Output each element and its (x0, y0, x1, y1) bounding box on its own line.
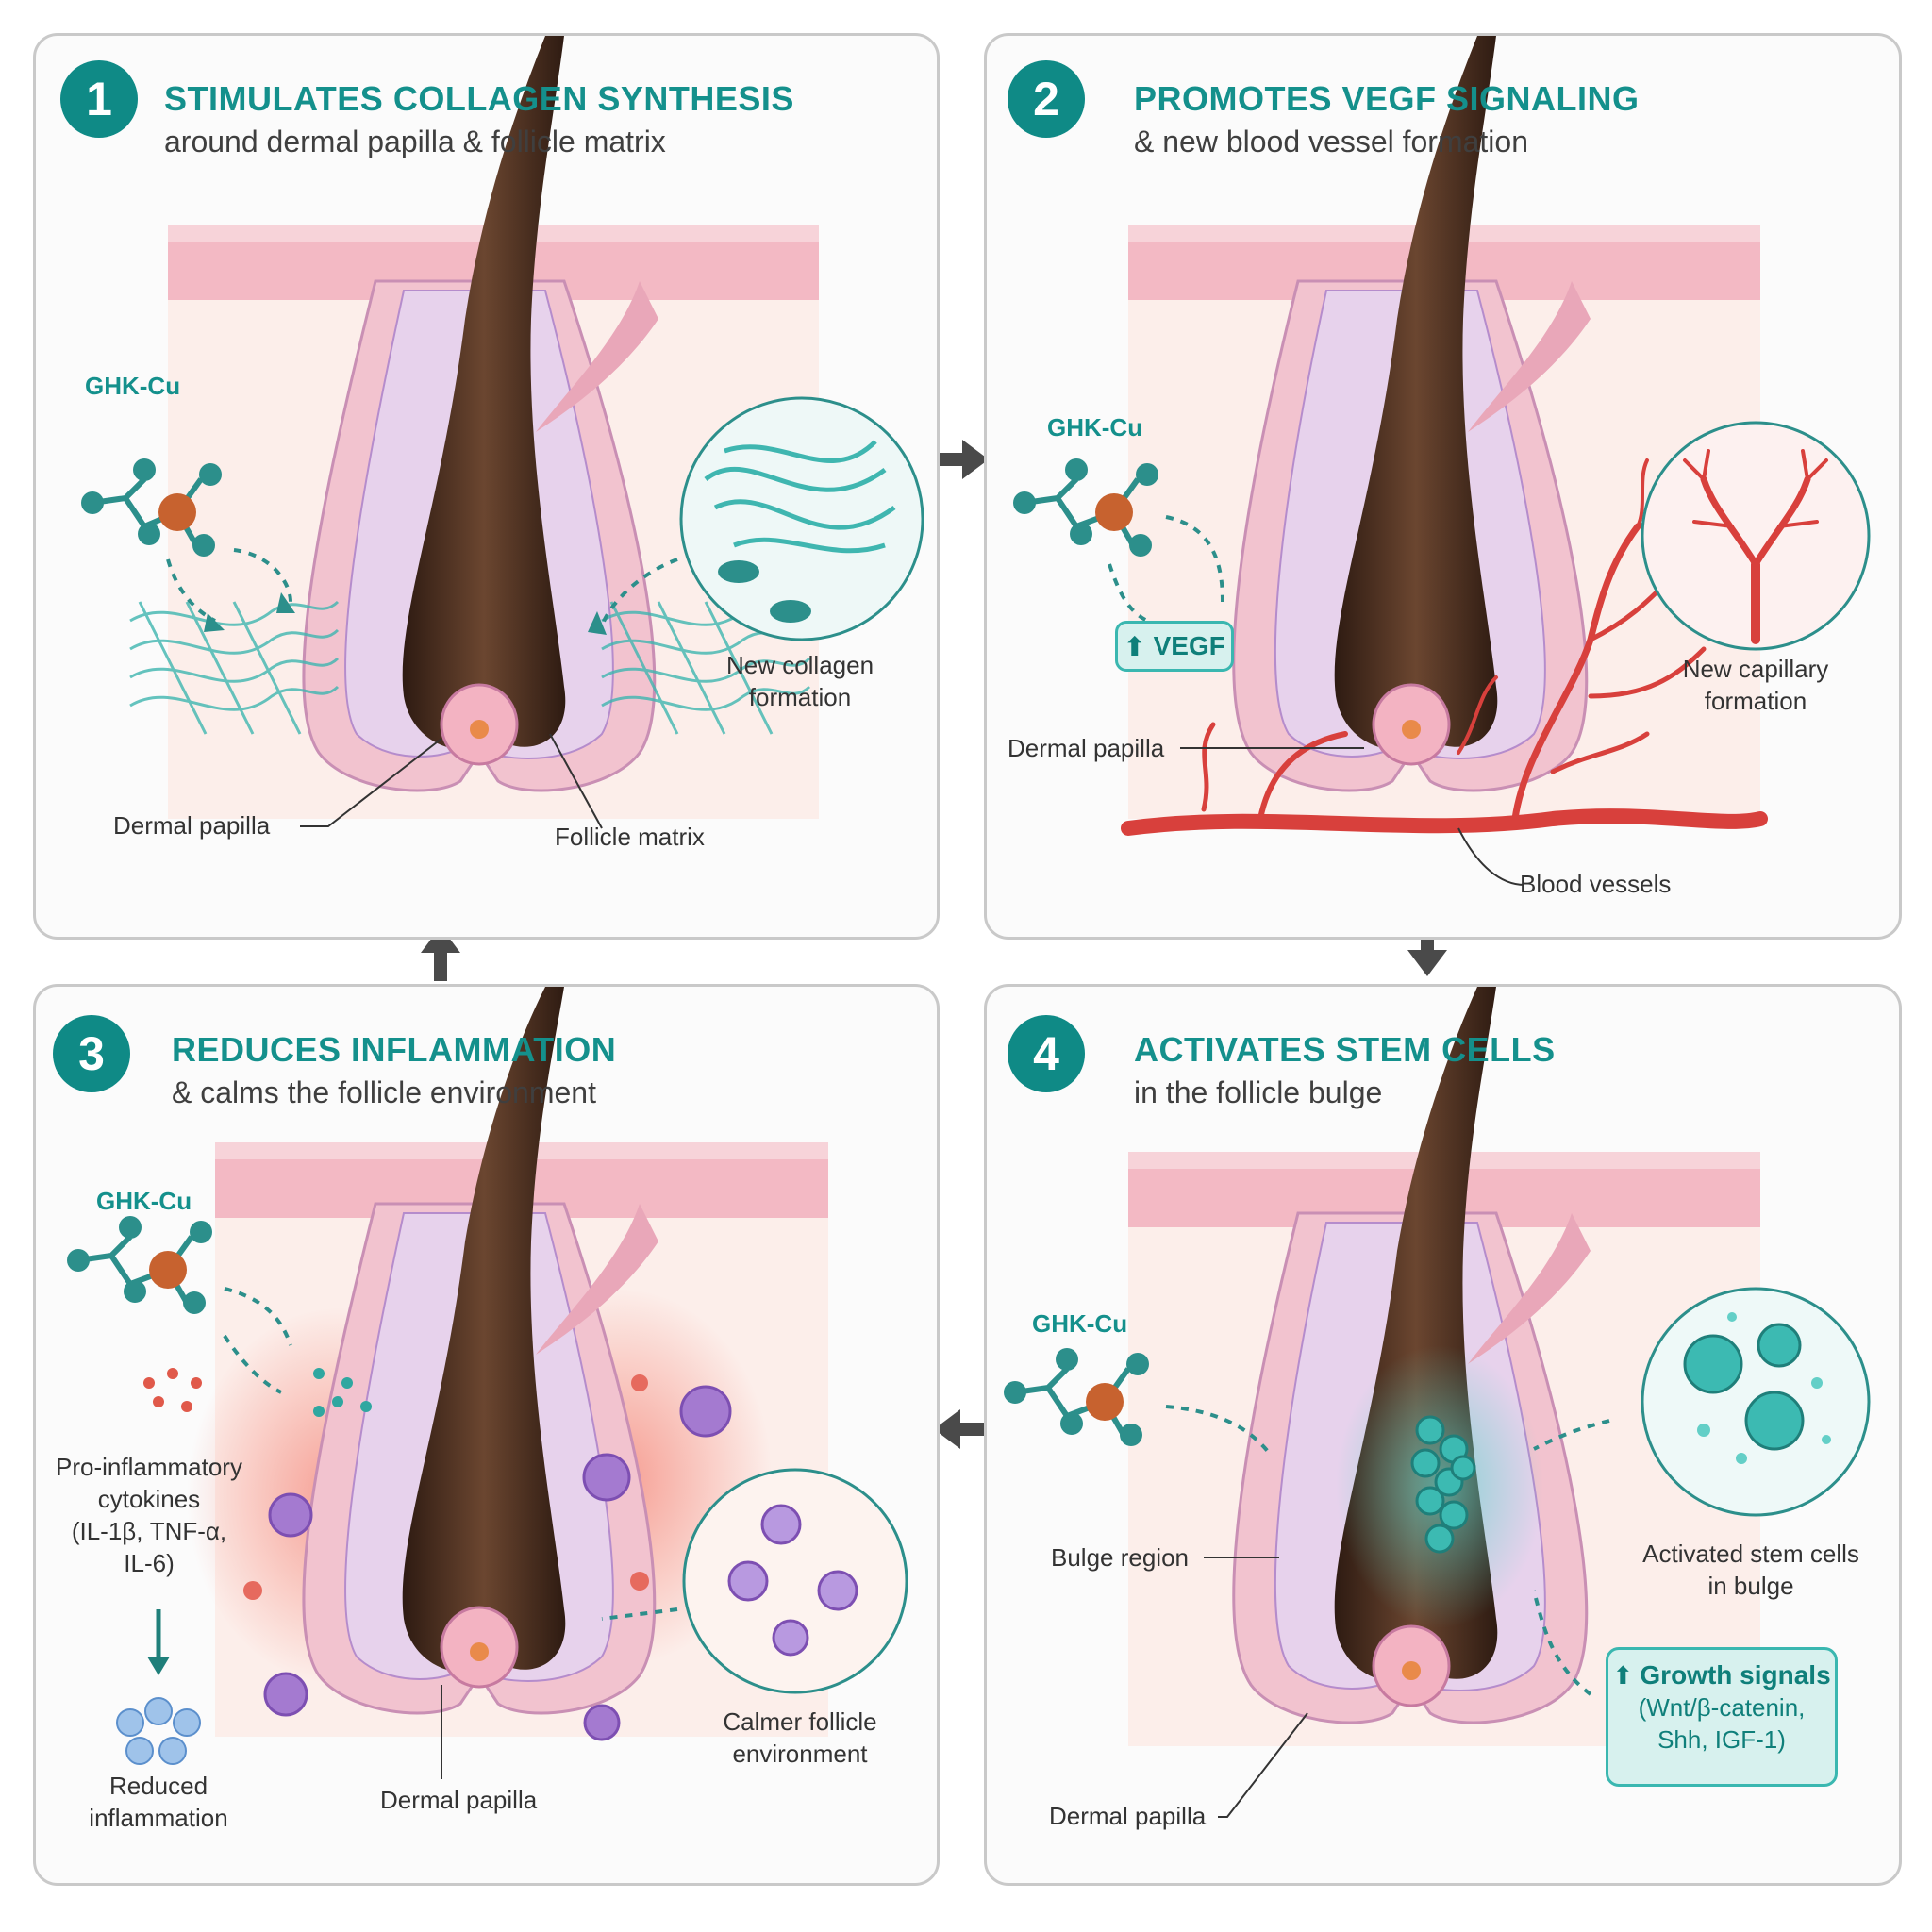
blood-vessels-label: Blood vessels (1520, 870, 1672, 898)
panel-subtitle: in the follicle bulge (1134, 1075, 1383, 1109)
panel-title: REDUCES INFLAMMATION (172, 1030, 617, 1069)
dermal-papilla-label: Dermal papilla (380, 1786, 538, 1814)
up-arrow-icon: ⬆ (1124, 631, 1146, 661)
follicle-illustration (67, 987, 908, 1779)
follicle-illustration (1013, 36, 1871, 886)
panel-vegf: 2 PROMOTES VEGF SIGNALING & new blood ve… (984, 33, 1902, 940)
follicle-illustration (81, 36, 924, 829)
panel-title: STIMULATES COLLAGEN SYNTHESIS (164, 79, 794, 118)
dermal-papilla-label: Dermal papilla (1008, 734, 1165, 762)
ghk-cu-molecule-icon (67, 1216, 212, 1314)
ghk-cu-label: GHK-Cu (85, 372, 181, 400)
up-arrow-icon: ⬆ (1612, 1661, 1634, 1690)
bulge-region-label: Bulge region (1051, 1543, 1189, 1572)
ghk-cu-molecule-icon (1004, 1348, 1149, 1446)
ghk-cu-molecule-icon (81, 458, 222, 557)
vegf-badge: ⬆VEGF (1115, 621, 1234, 672)
flow-arrow-icon (934, 440, 989, 479)
panel-subtitle: & calms the follicle environment (172, 1075, 596, 1109)
step-badge: 1 (60, 60, 138, 138)
step-badge: 2 (1008, 60, 1085, 138)
ghk-cu-molecule-icon (1013, 458, 1158, 557)
ghk-cu-label: GHK-Cu (1047, 413, 1143, 441)
step-badge: 3 (53, 1015, 130, 1092)
flow-arrow-icon (421, 926, 460, 981)
panel-subtitle: & new blood vessel formation (1134, 125, 1528, 158)
ghk-cu-label: GHK-Cu (1032, 1309, 1128, 1338)
follicle-matrix-label: Follicle matrix (555, 823, 705, 851)
dermal-papilla-label: Dermal papilla (113, 811, 271, 840)
panel-inflammation: 3 REDUCES INFLAMMATION & calms the folli… (33, 984, 940, 1886)
growth-signals-box: ⬆ Growth signals (Wnt/β-catenin, Shh, IG… (1606, 1647, 1838, 1787)
ghk-cu-label: GHK-Cu (96, 1187, 192, 1215)
flow-arrow-icon (934, 1409, 989, 1449)
flow-arrow-icon (1407, 922, 1447, 976)
panel-subtitle: around dermal papilla & follicle matrix (164, 125, 666, 158)
step-badge: 4 (1008, 1015, 1085, 1092)
dermal-papilla-label: Dermal papilla (1049, 1802, 1207, 1830)
panel-stem-cells: 4 ACTIVATES STEM CELLS in the follicle b… (984, 984, 1902, 1886)
panel-title: PROMOTES VEGF SIGNALING (1134, 79, 1640, 118)
panel-title: ACTIVATES STEM CELLS (1134, 1030, 1556, 1069)
panel-collagen: 1 STIMULATES COLLAGEN SYNTHESIS around d… (33, 33, 940, 940)
